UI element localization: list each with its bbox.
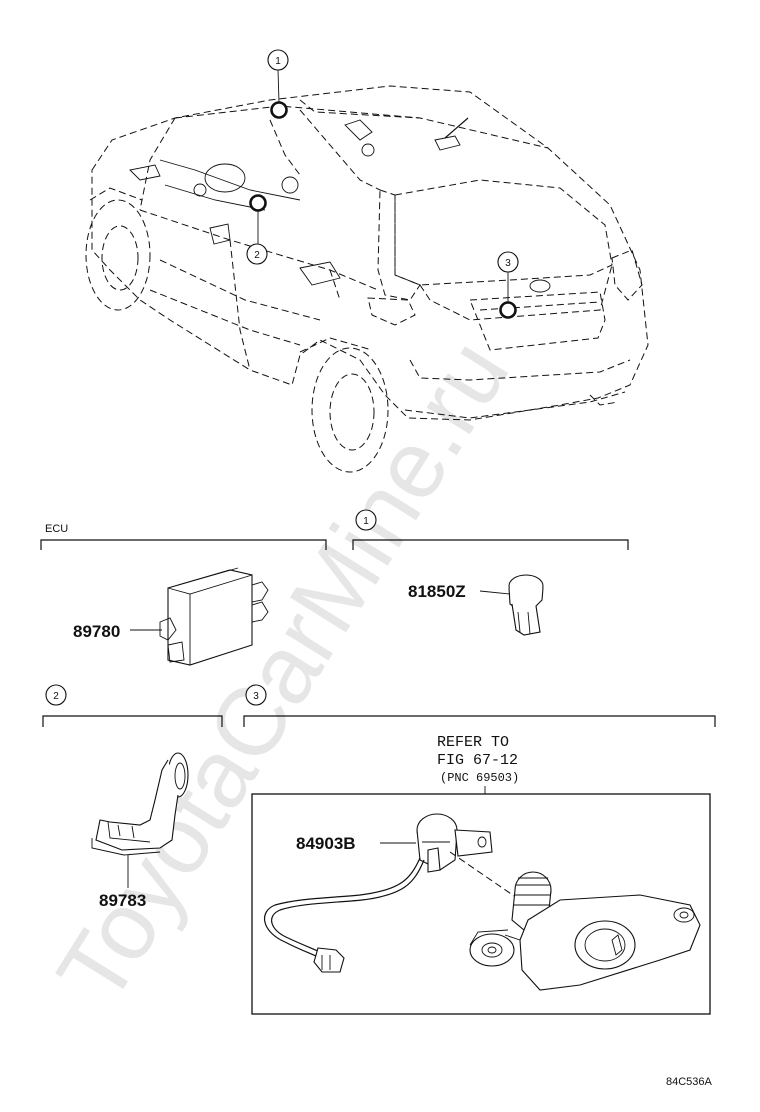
callout-3: 3 bbox=[497, 251, 519, 319]
car-illustration: 1 2 3 bbox=[85, 49, 649, 473]
callout-2-label: 2 bbox=[254, 250, 260, 261]
part-89783-label: 89783 bbox=[99, 891, 146, 910]
lock-assembly-frame bbox=[251, 793, 711, 1015]
watermark-text: ToyotaCarMine.ru bbox=[37, 322, 529, 1021]
lock-switch-part: 84903B bbox=[264, 813, 521, 973]
callout-3-label: 3 bbox=[505, 258, 511, 269]
section-1: 1 bbox=[352, 509, 629, 550]
callout-1: 1 bbox=[267, 49, 289, 119]
callout-2: 2 bbox=[246, 194, 268, 265]
callout-1-label: 1 bbox=[275, 56, 281, 67]
reference-note: REFER TO FIG 67-12 (PNC 69503) bbox=[437, 734, 519, 794]
part-89780-label: 89780 bbox=[73, 622, 120, 641]
front-wheel bbox=[85, 187, 151, 311]
section-2-number: 2 bbox=[53, 691, 59, 702]
figure-code: 84C536A bbox=[666, 1076, 713, 1088]
rear-wheel bbox=[299, 337, 389, 473]
section-1-number: 1 bbox=[363, 516, 369, 527]
switch-part: 81850Z bbox=[408, 574, 544, 636]
section-3-number: 3 bbox=[253, 691, 259, 702]
section-ecu: ECU bbox=[40, 523, 327, 550]
reference-line-2: FIG 67-12 bbox=[437, 752, 518, 769]
section-3: 3 bbox=[243, 684, 716, 727]
reference-line-1: REFER TO bbox=[437, 734, 509, 751]
section-2: 2 bbox=[42, 684, 223, 727]
part-84903b-label: 84903B bbox=[296, 834, 356, 853]
rear-wheel-far bbox=[589, 394, 619, 406]
watermark: ToyotaCarMine.ru bbox=[37, 322, 529, 1021]
section-ecu-label: ECU bbox=[45, 523, 68, 535]
lock-cylinder-part bbox=[469, 871, 701, 991]
bracket-part: 89783 bbox=[91, 752, 189, 910]
reference-line-3: (PNC 69503) bbox=[440, 771, 519, 785]
part-81850z-label: 81850Z bbox=[408, 582, 466, 601]
ecu-part: 89780 bbox=[73, 567, 269, 666]
